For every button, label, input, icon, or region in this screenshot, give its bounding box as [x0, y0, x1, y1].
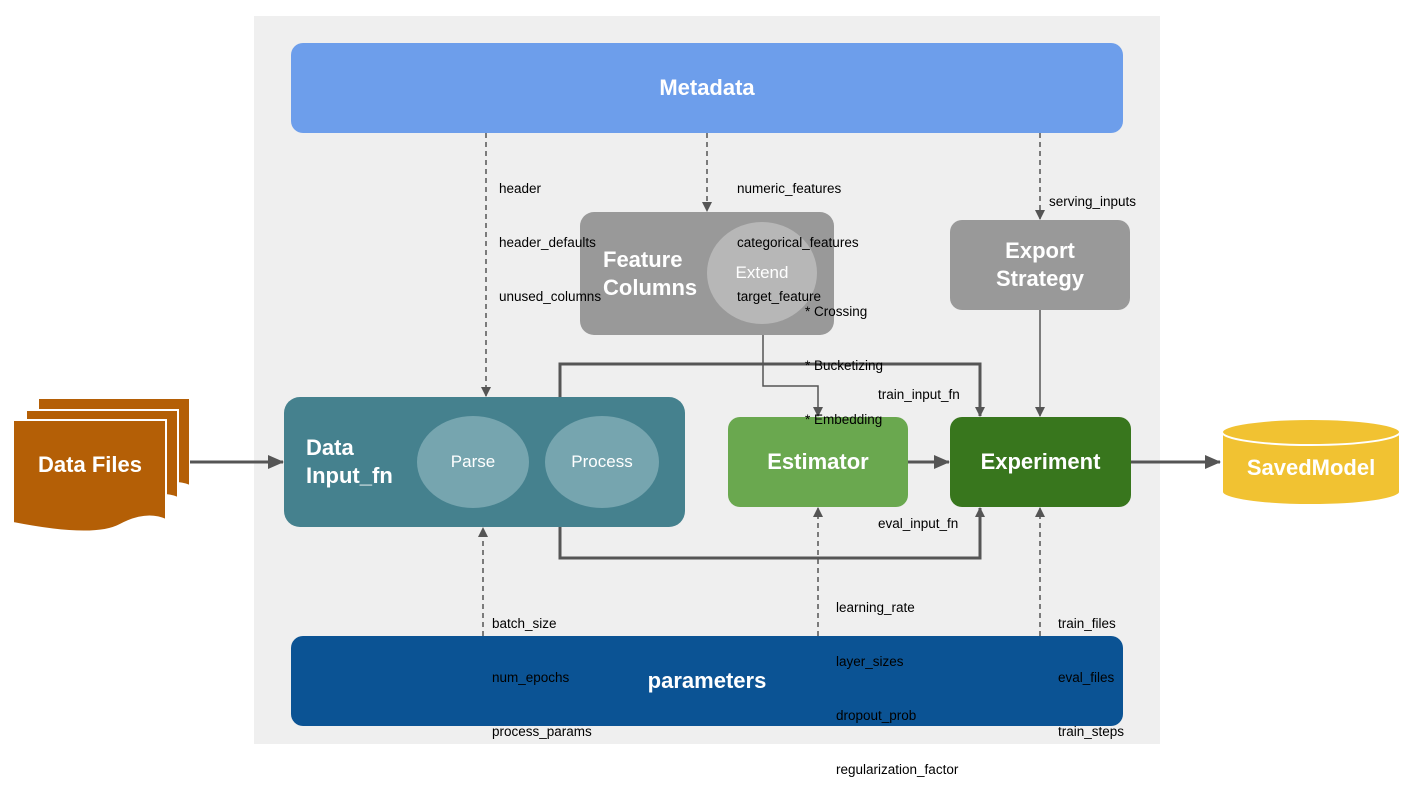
edge-label: eval_files: [1058, 670, 1115, 685]
edge-label: num_epochs: [492, 670, 570, 685]
parameters-box: parameters: [291, 636, 1123, 726]
edge-label: dropout_prob: [836, 708, 917, 723]
data-input-fn-line1: Data: [306, 435, 354, 460]
metadata-to-export-labels: serving_inputs: [1049, 157, 1136, 229]
feature-columns-title-line1: Feature: [603, 247, 683, 272]
edge-label: numeric_features: [737, 181, 842, 196]
edge-label: regularization_factor: [836, 762, 959, 777]
feature-columns-box: Feature Columns Extend: [580, 212, 834, 335]
edge-label: process_params: [492, 724, 592, 739]
metadata-to-features-labels: numeric_features categorical_features ta…: [737, 144, 859, 324]
extend-ellipse: Extend: [707, 222, 817, 324]
experiment-box: Experiment: [950, 417, 1131, 507]
parse-ellipse: Parse: [417, 416, 529, 508]
connectors: [12, 133, 1401, 636]
savedmodel-label: SavedModel: [1246, 455, 1376, 480]
edge-label: train_files: [1058, 616, 1116, 631]
metadata-to-input-labels: header header_defaults unused_columns: [499, 144, 601, 324]
edge-label: layer_sizes: [836, 654, 904, 669]
data-input-fn-title: Data Input_fn: [306, 434, 393, 490]
parameters-label: parameters: [647, 668, 767, 693]
metadata-box: Metadata: [291, 43, 1123, 133]
data-files-icon: [12, 397, 191, 533]
extend-op: * Crossing: [805, 304, 868, 319]
edge-label: batch_size: [492, 616, 557, 631]
export-strategy-line1: Export: [1005, 238, 1075, 263]
feature-columns-title-line2: Columns: [603, 275, 698, 300]
extend-op: * Bucketizing: [805, 358, 884, 373]
edge-label: learning_rate: [836, 600, 915, 615]
parse-label: Parse: [450, 452, 496, 471]
train-input-fn-label: train_input_fn: [878, 387, 960, 402]
arrow-train-input-fn: [558, 362, 985, 417]
data-input-fn-line2: Input_fn: [306, 463, 393, 488]
export-strategy-box: Export Strategy: [950, 220, 1130, 310]
extend-ops-labels: * Crossing * Bucketizing * Embedding: [805, 267, 883, 447]
edge-label: header_defaults: [499, 235, 596, 250]
params-to-experiment-labels: train_files eval_files train_steps: [1058, 579, 1124, 759]
edge-label: train_steps: [1058, 724, 1125, 739]
experiment-label: Experiment: [980, 449, 1101, 474]
data-input-fn-box: Data Input_fn Parse Process: [284, 397, 685, 527]
extend-op: * Embedding: [805, 412, 883, 427]
metadata-label: Metadata: [659, 75, 755, 100]
data-files-label: Data Files: [38, 452, 142, 477]
arrow-features-to-estimator: [762, 335, 823, 417]
edge-label: header: [499, 181, 542, 196]
arrow-eval-input-fn: [558, 507, 985, 560]
process-ellipse: Process: [545, 416, 659, 508]
params-to-input-labels: batch_size num_epochs process_params: [492, 579, 592, 759]
edge-label: categorical_features: [737, 235, 859, 250]
export-strategy-line2: Strategy: [995, 266, 1085, 291]
estimator-box: Estimator: [728, 417, 908, 507]
extend-label: Extend: [735, 263, 789, 282]
process-label: Process: [571, 452, 633, 471]
estimator-label: Estimator: [767, 449, 869, 474]
edge-label: target_feature: [737, 289, 822, 304]
savedmodel-cylinder-icon: [1221, 418, 1401, 506]
feature-columns-title: Feature Columns: [603, 246, 697, 302]
edge-label: unused_columns: [499, 289, 602, 304]
params-to-estimator-labels: learning_rate layer_sizes dropout_prob r…: [836, 563, 958, 797]
eval-input-fn-label: eval_input_fn: [878, 516, 959, 531]
edge-label: serving_inputs: [1049, 194, 1137, 209]
